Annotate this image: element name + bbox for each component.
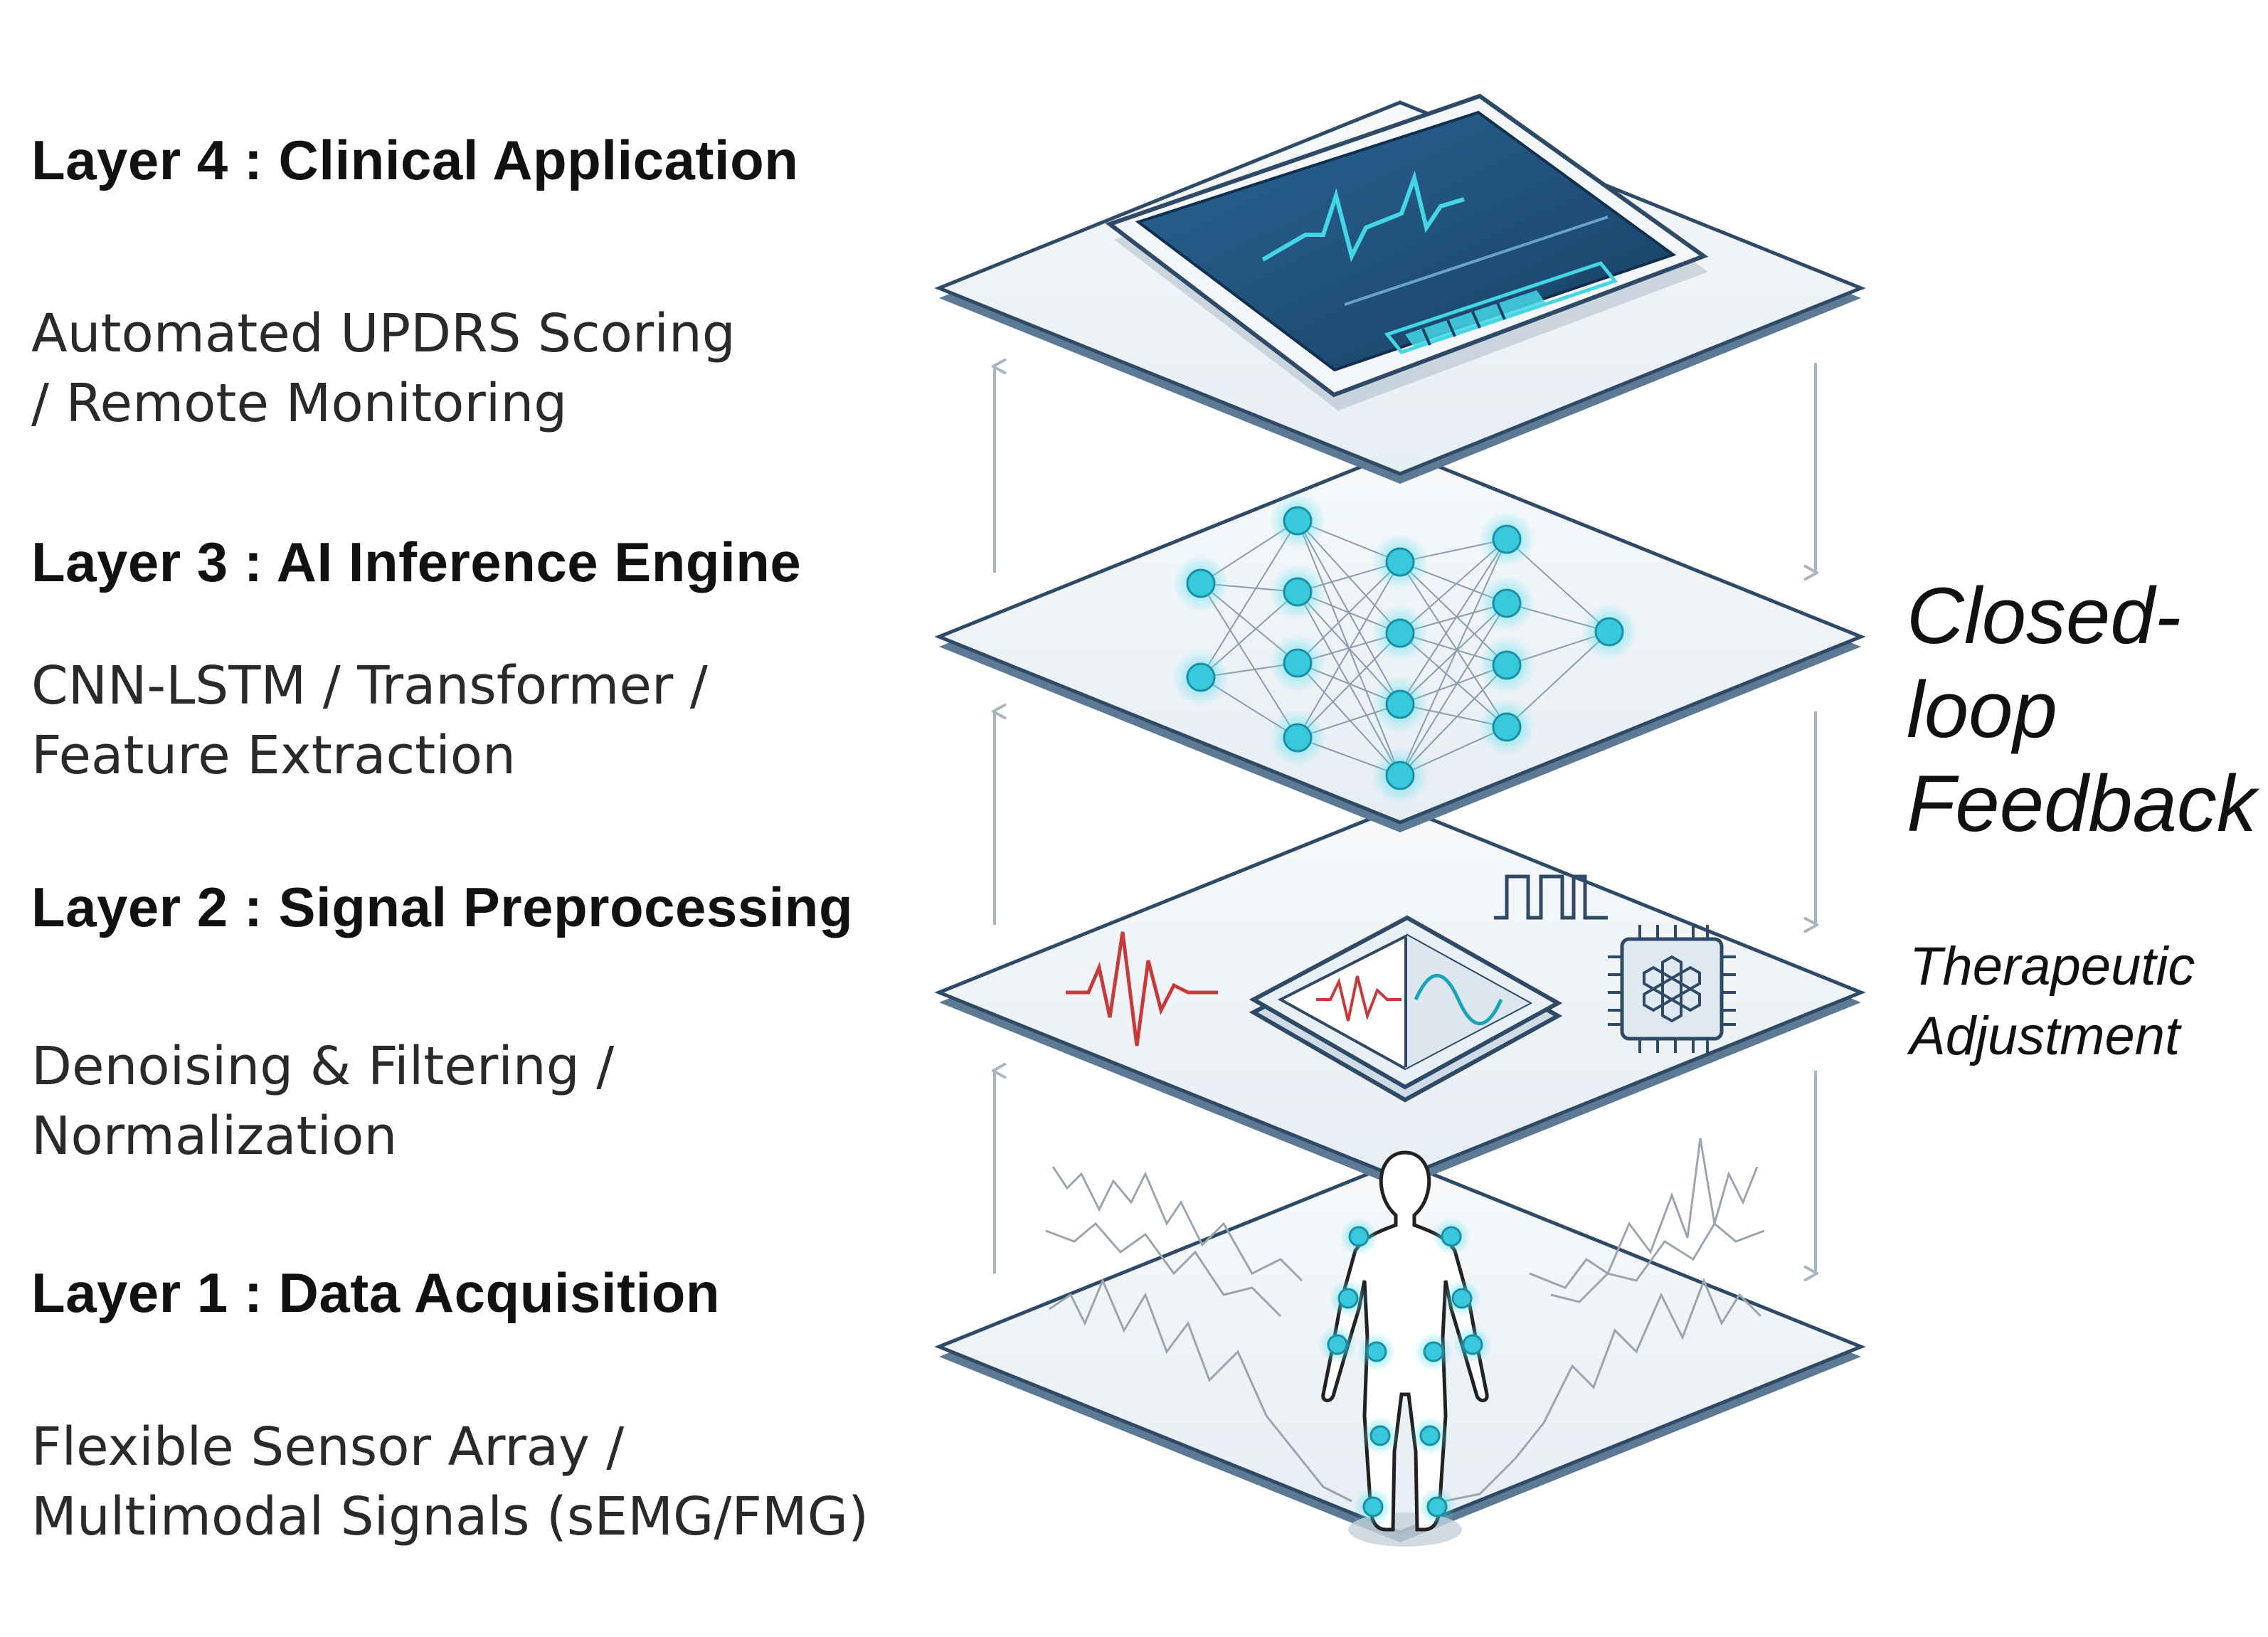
nn-node-4-0 [1581, 603, 1638, 660]
feedback-title-line-2: loop [1907, 665, 2057, 754]
nn-node-2-2 [1372, 676, 1429, 733]
body-sensor-8 [1360, 1416, 1400, 1456]
layer1-desc-line-1: Flexible Sensor Array / [31, 1416, 625, 1478]
layer3-description: CNN-LSTM / Transformer / Feature Extract… [31, 651, 708, 790]
body-sensor-7 [1453, 1325, 1493, 1365]
nn-node-3-0 [1478, 511, 1535, 568]
feedback-subtitle-line-1: Therapeutic [1909, 936, 2195, 997]
layer4-desc-line-2: / Remote Monitoring [31, 373, 568, 434]
nn-node-3-3 [1478, 699, 1535, 756]
feedback-title-line-3: Feedback [1907, 759, 2257, 848]
layer2-desc-line-1: Denoising & Filtering / [31, 1036, 615, 1097]
emg-signal-traces [1045, 1138, 1765, 1503]
processor-chip-icon [1608, 925, 1736, 1053]
body-sensor-0 [1339, 1217, 1379, 1256]
layer1-desc-line-2: Multimodal Signals (sEMG/FMG) [31, 1486, 869, 1547]
layer3-desc-line-1: CNN-LSTM / Transformer / [31, 655, 708, 716]
feedback-title: Closed- loop Feedback [1907, 569, 2257, 851]
nn-node-3-2 [1478, 637, 1535, 694]
layer1-description: Flexible Sensor Array / Multimodal Signa… [31, 1412, 869, 1552]
layer1-title: Layer 1 : Data Acquisition [31, 1261, 721, 1324]
nn-node-2-1 [1372, 605, 1429, 662]
body-sensor-3 [1442, 1278, 1482, 1318]
neural-network-icon [1172, 492, 1638, 804]
layer4-description: Automated UPDRS Scoring / Remote Monitor… [31, 299, 736, 438]
raw-signal-wave-icon [1066, 931, 1218, 1047]
nn-node-3-1 [1478, 575, 1535, 632]
body-sensor-9 [1410, 1416, 1450, 1456]
layer4-title: Layer 4 : Clinical Application [31, 129, 799, 191]
body-sensor-6 [1414, 1332, 1453, 1372]
layer4-desc-line-1: Automated UPDRS Scoring [31, 303, 736, 364]
body-sensor-11 [1417, 1487, 1457, 1527]
layer3-desc-line-2: Feature Extraction [31, 725, 516, 786]
tablet-monitor-icon [1105, 93, 1709, 410]
layer2-description: Denoising & Filtering / Normalization [31, 1032, 614, 1171]
layer2-desc-line-2: Normalization [31, 1106, 398, 1167]
layer2-title: Layer 2 : Signal Preprocessing [31, 876, 854, 938]
nn-node-0-1 [1172, 649, 1229, 706]
nn-node-1-1 [1269, 563, 1326, 620]
nn-node-0-0 [1172, 555, 1229, 612]
human-body-sensors-icon [1318, 1150, 1493, 1532]
body-sensor-2 [1328, 1278, 1368, 1318]
nn-node-1-0 [1269, 492, 1326, 549]
nn-node-1-3 [1269, 709, 1326, 766]
nn-node-2-0 [1372, 534, 1429, 590]
nn-node-1-2 [1269, 635, 1326, 692]
feedback-subtitle: Therapeutic Adjustment [1909, 932, 2195, 1071]
body-sensor-10 [1353, 1487, 1393, 1527]
layer3-title: Layer 3 : AI Inference Engine [31, 531, 802, 593]
body-sensor-4 [1318, 1325, 1357, 1365]
body-sensor-1 [1431, 1217, 1471, 1256]
body-sensor-5 [1357, 1332, 1397, 1372]
filter-device-icon [1249, 915, 1563, 1103]
nn-node-2-3 [1372, 747, 1429, 804]
feedback-subtitle-line-2: Adjustment [1909, 1006, 2180, 1066]
feedback-title-line-1: Closed- [1907, 571, 2181, 660]
square-pulse-icon [1494, 874, 1608, 920]
